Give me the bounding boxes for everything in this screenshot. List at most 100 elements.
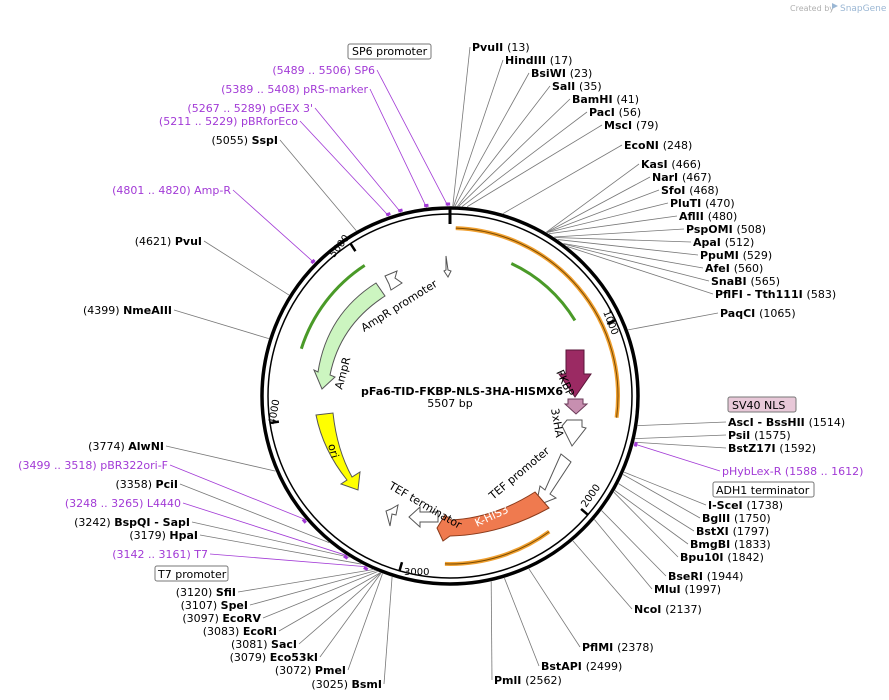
site-label: PsiI (1575): [728, 429, 791, 442]
primer-label: pHybLex-R (1588 .. 1612): [722, 465, 863, 478]
site-label: AfeI (560): [705, 262, 763, 275]
leader-line: [249, 570, 376, 606]
leader-line: [376, 69, 449, 207]
tick-mark: [269, 420, 280, 425]
leader-line: [454, 72, 530, 207]
feature-ampr: [313, 282, 386, 390]
site-label: PvuII (13): [472, 41, 530, 54]
site-label: (3774) AlwNI: [88, 440, 164, 453]
brand-text: SnapGene: [840, 4, 887, 14]
site-label: I-SceI (1738): [708, 499, 783, 512]
leader-line: [279, 139, 357, 231]
leader-line: [502, 144, 623, 214]
site-label: PflFI - Tth111I (583): [715, 288, 836, 301]
ori-label: ori: [325, 442, 341, 459]
sv40-nls-box: SV40 NLS: [727, 396, 797, 413]
site-label: BstAPI (2499): [541, 660, 622, 673]
leader-line: [635, 434, 727, 440]
leader-line: [628, 312, 719, 331]
leader-line: [557, 239, 699, 256]
primer-label: (3499 .. 3518) pBR322ori-F: [18, 459, 168, 472]
svg-text:SV40 NLS: SV40 NLS: [732, 399, 785, 412]
leader-line: [546, 176, 651, 233]
feature-fkbp: [558, 349, 592, 398]
leader-line: [173, 309, 269, 340]
leader-line: [165, 445, 276, 472]
primer-label: (5267 .. 5289) pGEX 3': [187, 102, 313, 115]
leader-line: [546, 202, 669, 234]
leader-line: [546, 189, 660, 233]
tick-mark: [349, 242, 357, 252]
site-label: (3081) SacI: [231, 638, 297, 651]
site-label: PmlI (2562): [494, 674, 562, 687]
tick-label: 5000: [328, 233, 352, 260]
leader-line: [369, 88, 427, 208]
feature-khis3: [436, 491, 550, 542]
site-label: (5055) SspI: [211, 134, 278, 147]
primer-label: (4801 .. 4820) Amp-R: [112, 184, 231, 197]
site-label: SfoI (468): [661, 184, 719, 197]
svg-text:SP6 promoter: SP6 promoter: [352, 45, 428, 58]
site-label: (3072) PmeI: [275, 664, 346, 677]
orf-arc-left-green: [299, 264, 366, 350]
site-label: BsiWI (23): [531, 67, 592, 80]
site-label: NcoI (2137): [634, 603, 702, 616]
site-label: (3083) EcoRI: [203, 625, 277, 638]
orf-arc-top-right-edge: [455, 227, 619, 418]
site-label: (3242) BspQI - SapI: [74, 516, 190, 529]
leader-line: [618, 483, 695, 532]
tick-label: 4000: [267, 399, 282, 426]
leader-line: [209, 553, 367, 568]
leader-line: [490, 581, 493, 681]
leader-line: [461, 111, 588, 207]
plasmid-name: pFa6-TID-FKBP-NLS-3HA-HISMX6: [361, 385, 563, 398]
primer-mark: [363, 566, 369, 571]
site-label: AflII (480): [679, 210, 737, 223]
leader-line: [298, 572, 381, 645]
tick-label: 2000: [579, 483, 603, 510]
orf-arc-bottom-edge: [444, 531, 550, 565]
site-label: SnaBI (565): [711, 275, 780, 288]
leader-line: [554, 237, 692, 243]
tick-label: 3000: [404, 567, 429, 578]
leader-lines: [165, 46, 727, 685]
primer-mark: [343, 554, 349, 560]
feature-tef-promoter: [535, 453, 572, 507]
leader-line: [466, 124, 603, 208]
leader-line: [232, 189, 315, 264]
site-label: (4621) PvuI: [135, 235, 202, 248]
3xha-label: 3xHA: [548, 407, 566, 439]
primer-label: (3248 .. 3265) L4440: [65, 497, 181, 510]
feature-ori: [315, 412, 361, 491]
leader-line: [347, 573, 383, 671]
orf-arc-inner-green: [510, 262, 577, 322]
site-label: (3120) SfiI: [176, 586, 236, 599]
site-label: (4399) NmeAIII: [83, 304, 172, 317]
snapgene-logo-icon: [832, 3, 838, 9]
primer-label: (3142 .. 3161) T7: [112, 548, 208, 561]
leader-line: [182, 502, 347, 556]
leader-line: [548, 215, 678, 235]
sp6-promoter-box: SP6 promoter: [347, 43, 432, 60]
feature-tef-terminator: [408, 505, 439, 529]
site-label: (3079) Eco53kI: [230, 651, 318, 664]
primer-mark: [633, 441, 638, 447]
primer-marks: [301, 202, 638, 571]
leader-line: [504, 577, 540, 667]
feature-small-arrow: [385, 504, 399, 527]
primer-mark: [301, 518, 307, 524]
svg-text:T7 promoter: T7 promoter: [157, 568, 227, 581]
site-label: PluTI (470): [670, 197, 735, 210]
leader-line: [457, 85, 551, 207]
svg-text:ADH1 terminator: ADH1 terminator: [716, 484, 810, 497]
orf-arcs: [299, 226, 620, 566]
leader-line: [452, 46, 471, 207]
leader-line: [601, 510, 667, 577]
leader-line: [614, 490, 689, 545]
primer-mark: [385, 212, 391, 217]
leader-line: [237, 569, 373, 593]
leader-line: [314, 107, 402, 213]
site-label: MluI (1997): [654, 583, 721, 596]
site-label: MscI (79): [604, 119, 659, 132]
